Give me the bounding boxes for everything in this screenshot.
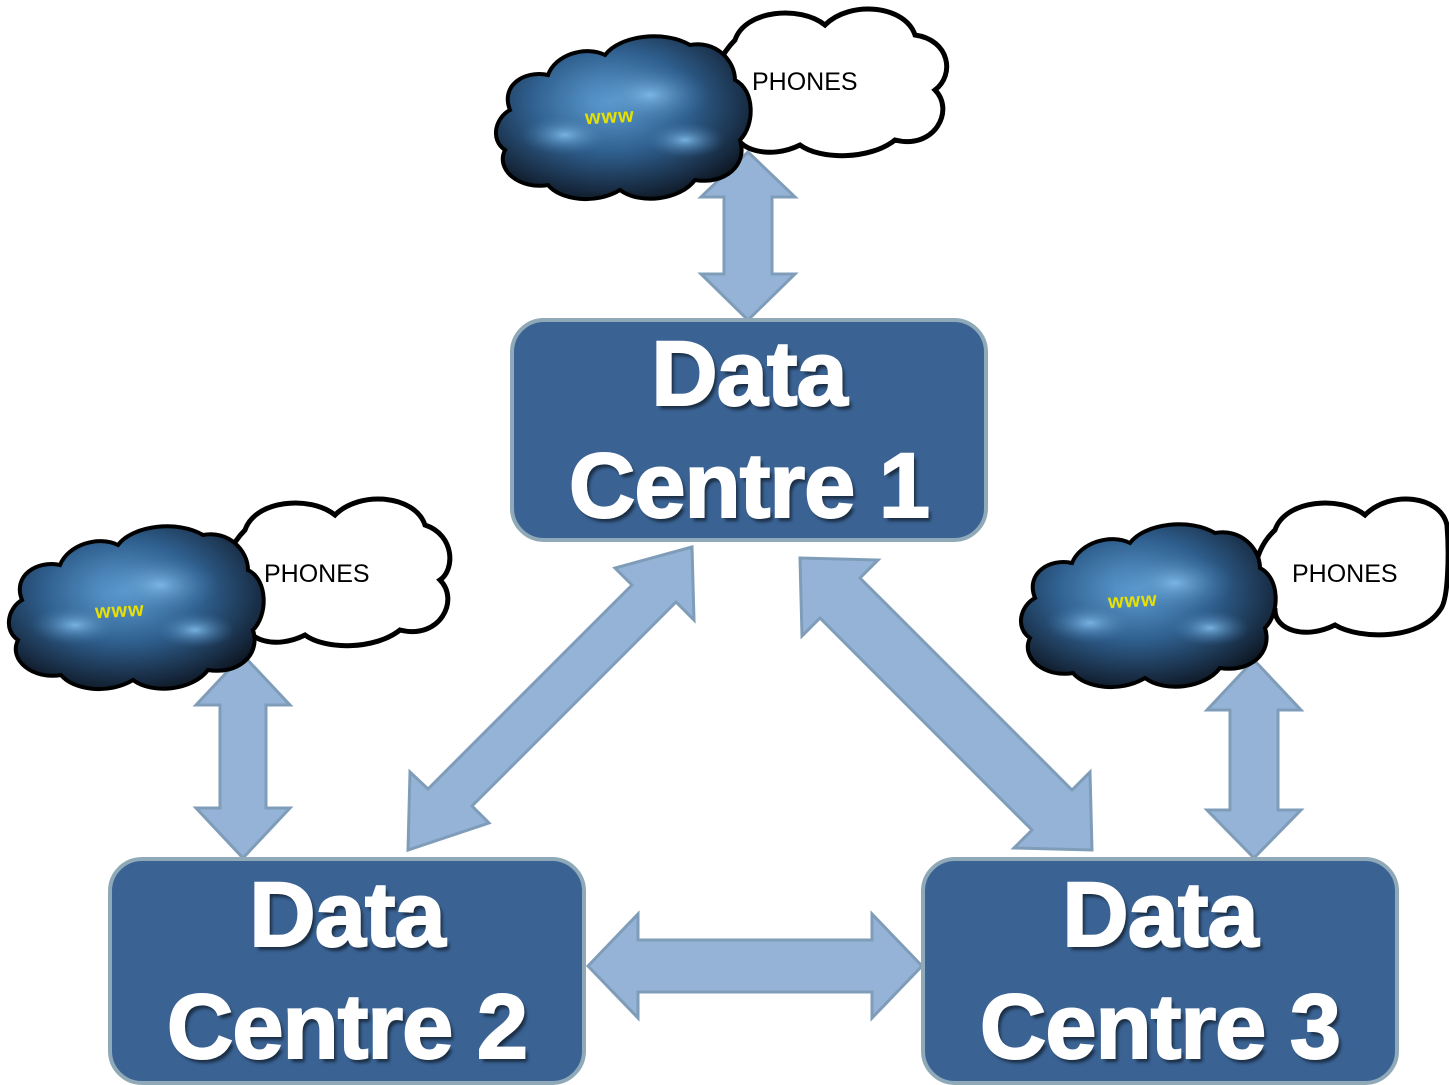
data-centre-3-box: Data Centre 3 (921, 857, 1399, 1085)
data-centre-2-box: Data Centre 2 (108, 857, 586, 1085)
data-centre-1-line1: Data (650, 322, 848, 426)
phones-label: PHONES (264, 560, 370, 588)
www-label: www (584, 104, 636, 130)
www-label: www (94, 598, 146, 624)
phones-label: PHONES (1292, 560, 1398, 588)
arrow-dc1-dc3 (798, 556, 1094, 852)
arrow-dc1-dc2 (406, 545, 696, 853)
cloud-group-top (494, 6, 950, 202)
data-centre-3-line1: Data (1061, 863, 1259, 967)
arrow-cloud3-dc3 (1203, 657, 1305, 861)
data-centre-2-line2: Centre 2 (166, 975, 529, 1079)
data-centre-3-line2: Centre 3 (979, 975, 1342, 1079)
cloud-group-left (6, 496, 453, 692)
phones-label: PHONES (752, 68, 858, 96)
cloud-group-right (1019, 496, 1449, 690)
data-centre-1-line2: Centre 1 (568, 434, 931, 538)
data-centre-1-box: Data Centre 1 (510, 318, 988, 542)
arrow-cloud2-dc2 (192, 652, 294, 861)
www-label: www (1107, 588, 1159, 614)
data-centre-2-line1: Data (248, 863, 446, 967)
arrow-dc2-dc3 (585, 910, 925, 1022)
